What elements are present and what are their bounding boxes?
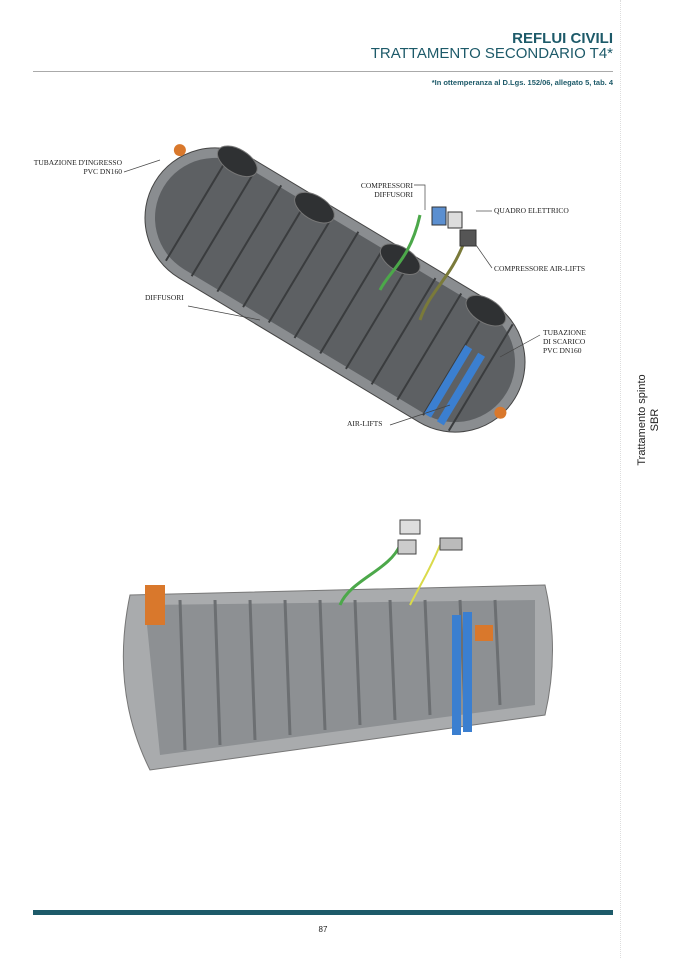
section-title: REFLUI CIVILI — [512, 30, 613, 47]
footer-bar — [33, 910, 613, 915]
tank-exploded-diagram — [144, 144, 526, 433]
label-airlift-compressor: COMPRESSORE AIR-LIFTS — [494, 264, 586, 273]
label-outlet-line3: PVC DN160 — [543, 346, 582, 355]
side-margin-rule — [620, 0, 622, 958]
label-electrical-panel: QUADRO ELETTRICO — [494, 206, 569, 215]
tank-cutaway-render — [122, 519, 553, 771]
page-number: 87 — [318, 925, 328, 934]
label-compressors-line2: DIFFUSORI — [374, 190, 413, 199]
label-inlet-line2: PVC DN160 — [83, 167, 122, 176]
label-diffuser-compressors: COMPRESSORI DIFFUSORI — [361, 181, 413, 199]
header-divider — [33, 71, 613, 72]
label-outlet-pipe: TUBAZIONE DI SCARICO PVC DN160 — [543, 328, 586, 355]
section-subtitle: TRATTAMENTO SECONDARIO T4* — [370, 45, 613, 62]
label-compressors-line1: COMPRESSORI — [360, 181, 413, 190]
label-outlet-line2: DI SCARICO — [543, 337, 586, 346]
label-airlifts: AIR-LIFTS — [347, 419, 383, 428]
label-inlet-pipe: TUBAZIONE D'INGRESSO PVC DN160 — [34, 158, 122, 176]
label-inlet-line1: TUBAZIONE D'INGRESSO — [33, 158, 122, 167]
regulation-note: *In ottemperanza al D.Lgs. 152/06, alleg… — [431, 78, 613, 87]
label-outlet-line1: TUBAZIONE — [543, 328, 586, 337]
label-diffusers: DIFFUSORI — [145, 293, 184, 302]
